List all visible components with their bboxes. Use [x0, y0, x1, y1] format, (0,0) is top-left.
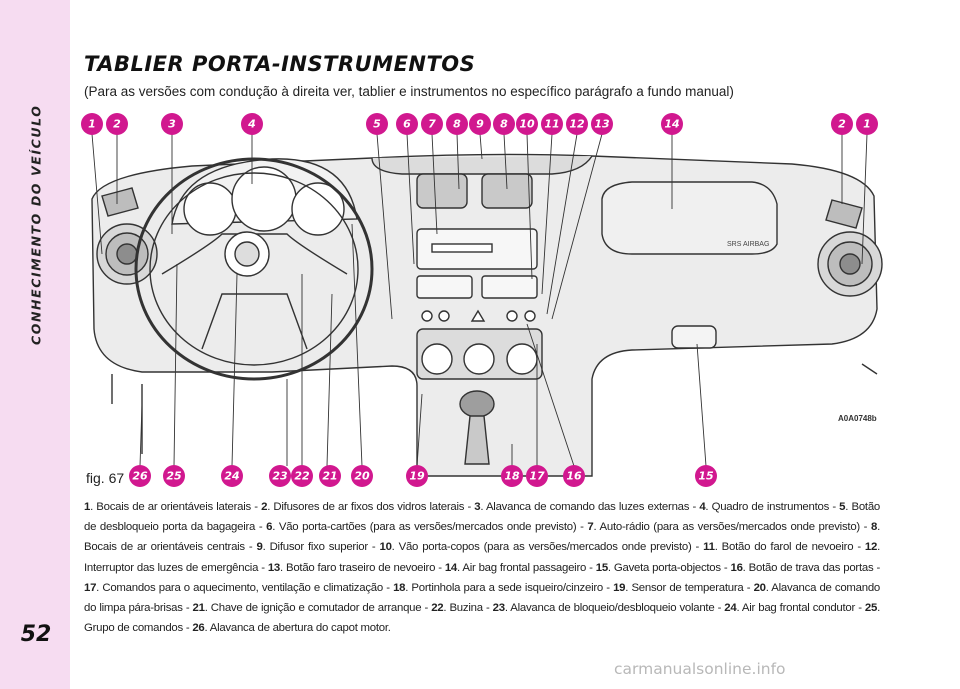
callout-19: 19	[406, 465, 428, 487]
svg-text:12: 12	[569, 118, 585, 131]
svg-text:26: 26	[132, 470, 148, 483]
callout-26: 26	[129, 465, 151, 487]
dashboard-figure: SRS AIRBAG 1 2 3 4 5 6 7 8 9 8 10 11 12 …	[72, 104, 892, 494]
figure-code: A0A0748b	[838, 414, 877, 423]
callout-23: 23	[269, 465, 291, 487]
svg-text:7: 7	[428, 118, 436, 131]
svg-text:14: 14	[664, 118, 679, 131]
svg-text:11: 11	[544, 118, 559, 131]
callout-16: 16	[563, 465, 585, 487]
sidebar: CONHECIMENTO DO VEÍCULO 52	[0, 0, 70, 689]
callout-20: 20	[351, 465, 373, 487]
svg-text:21: 21	[322, 470, 337, 483]
callout-8: 8	[446, 113, 468, 135]
svg-text:22: 22	[294, 470, 310, 483]
callout-1: 1	[81, 113, 103, 135]
section-label: CONHECIMENTO DO VEÍCULO	[28, 104, 44, 346]
svg-text:1: 1	[88, 118, 96, 131]
callout-24: 24	[221, 465, 243, 487]
callout-21: 21	[319, 465, 341, 487]
callout-1b: 1	[856, 113, 878, 135]
callout-10: 10	[516, 113, 538, 135]
airbag-text: SRS AIRBAG	[727, 241, 769, 248]
callout-13: 13	[591, 113, 613, 135]
callouts-bottom: 26 25 24 23 22 21 20 19 18 17 16 15	[129, 465, 717, 487]
svg-text:8: 8	[500, 118, 508, 131]
svg-text:23: 23	[272, 470, 288, 483]
watermark: carmanualsonline.info	[614, 660, 786, 678]
svg-text:5: 5	[373, 118, 381, 131]
callout-7: 7	[421, 113, 443, 135]
callout-8b: 8	[493, 113, 515, 135]
figure-caption: 1. Bocais de ar orientáveis laterais - 2…	[84, 501, 881, 635]
svg-text:16: 16	[566, 470, 582, 483]
callout-2: 2	[106, 113, 128, 135]
svg-text:18: 18	[504, 470, 520, 483]
callout-25: 25	[163, 465, 185, 487]
page-title: TABLIER PORTA-INSTRUMENTOS	[84, 52, 476, 76]
dashboard-illustration: SRS AIRBAG 1 2 3 4 5 6 7 8 9 8 10 11 12 …	[81, 113, 883, 487]
callouts-top: 1 2 3 4 5 6 7 8 9 8 10 11 12 13 14 2 1	[81, 113, 878, 135]
svg-text:10: 10	[519, 118, 535, 131]
svg-text:25: 25	[166, 470, 182, 483]
callout-11: 11	[541, 113, 563, 135]
svg-text:13: 13	[594, 118, 610, 131]
page-subtitle: (Para as versões com condução à direita …	[84, 84, 734, 99]
svg-text:2: 2	[838, 118, 846, 131]
svg-text:1: 1	[863, 118, 871, 131]
callout-4: 4	[241, 113, 263, 135]
svg-text:2: 2	[113, 118, 121, 131]
svg-text:3: 3	[168, 118, 176, 131]
callout-18: 18	[501, 465, 523, 487]
svg-text:8: 8	[453, 118, 461, 131]
callout-6: 6	[396, 113, 418, 135]
svg-text:9: 9	[476, 118, 484, 131]
figure-label: fig. 67	[86, 470, 125, 486]
callout-15: 15	[695, 465, 717, 487]
svg-text:4: 4	[247, 118, 256, 131]
svg-text:17: 17	[529, 470, 545, 483]
svg-text:19: 19	[409, 470, 425, 483]
callout-22: 22	[291, 465, 313, 487]
callout-5: 5	[366, 113, 388, 135]
callout-12: 12	[566, 113, 588, 135]
callout-3: 3	[161, 113, 183, 135]
callout-9: 9	[469, 113, 491, 135]
svg-text:15: 15	[698, 470, 714, 483]
callout-14: 14	[661, 113, 683, 135]
svg-text:24: 24	[224, 470, 239, 483]
callout-17: 17	[526, 465, 548, 487]
callout-2b: 2	[831, 113, 853, 135]
svg-text:6: 6	[403, 118, 411, 131]
svg-text:20: 20	[354, 470, 370, 483]
page-number: 52	[20, 622, 52, 647]
